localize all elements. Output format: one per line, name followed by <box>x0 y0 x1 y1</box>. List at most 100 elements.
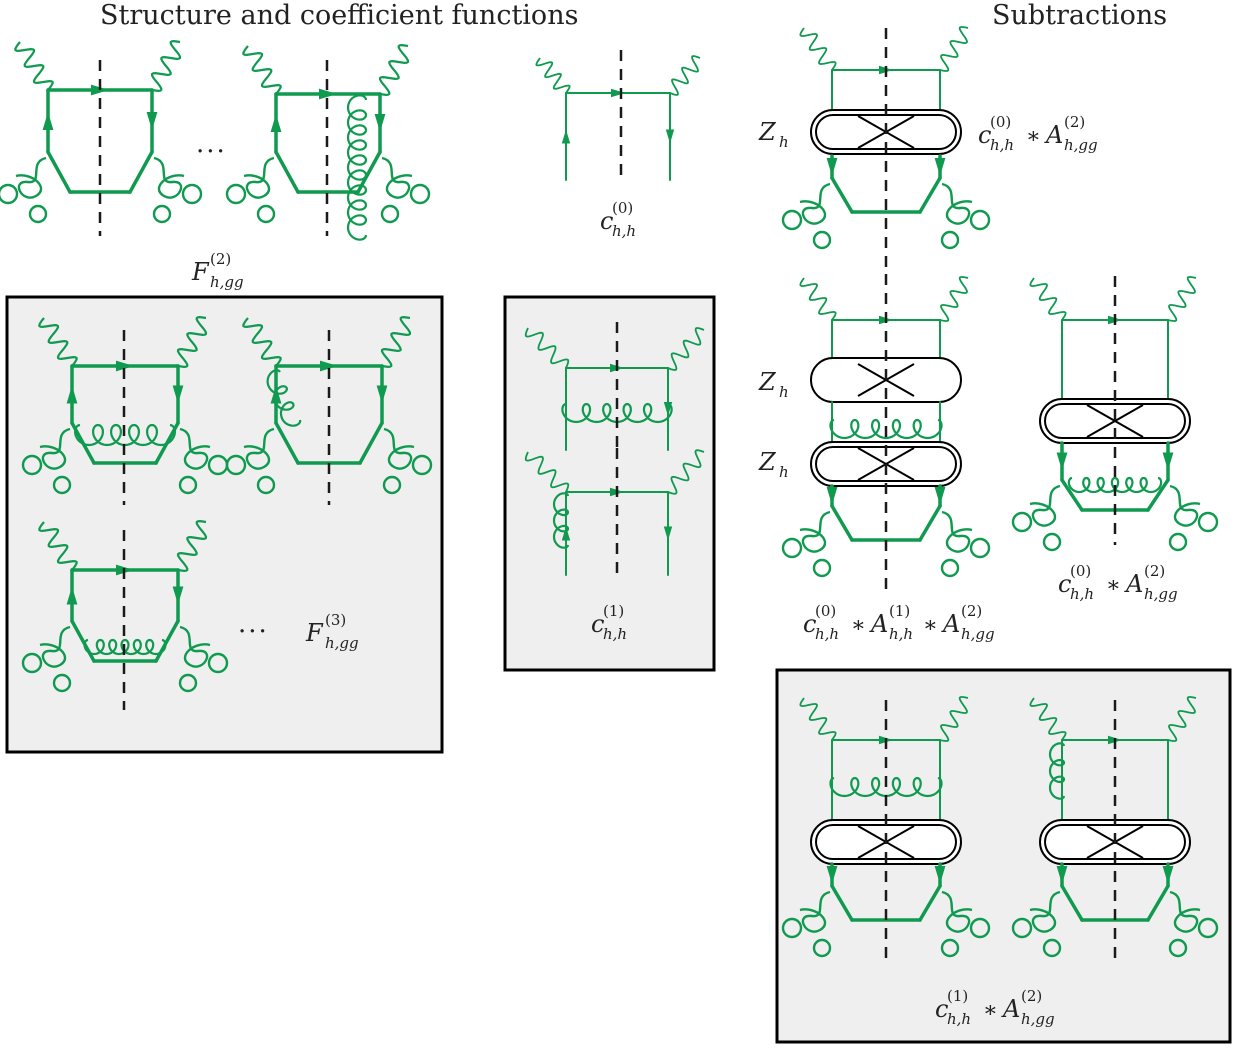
fermion-arrow <box>1162 866 1174 884</box>
photon-out <box>667 449 705 495</box>
photon-in <box>242 45 282 95</box>
svg-text:h,h: h,h <box>990 136 1014 154</box>
gluon-loop <box>225 183 247 205</box>
svg-text:Z: Z <box>758 118 777 146</box>
gluon-loop <box>781 917 803 939</box>
svg-text:h,gg: h,gg <box>325 634 359 652</box>
ellipsis-top: ··· <box>196 137 227 167</box>
gluon-left <box>799 890 831 933</box>
svg-text:A: A <box>1001 995 1020 1023</box>
photon-in <box>535 57 571 94</box>
fermion-arrow <box>663 526 673 541</box>
svg-text:h,gg: h,gg <box>1144 585 1178 603</box>
svg-text:h: h <box>779 463 789 481</box>
quark-diag <box>358 421 384 465</box>
svg-text:c: c <box>935 995 948 1023</box>
heading-structure: Structure and coefficient functions <box>100 0 578 31</box>
svg-text:(2): (2) <box>1064 113 1085 131</box>
svg-text:h,h: h,h <box>815 625 839 643</box>
gluon-loop <box>52 673 72 693</box>
photon-out <box>380 315 412 369</box>
photon-out <box>176 315 208 369</box>
photon-out <box>1167 276 1197 322</box>
gluon-loop <box>225 454 247 476</box>
fermion-arrow <box>66 385 78 404</box>
gluon-vertex <box>1048 742 1066 800</box>
gluon-loop <box>181 183 203 205</box>
svg-text:c: c <box>803 610 816 638</box>
svg-text:(1): (1) <box>889 602 910 620</box>
svg-text:(3): (3) <box>325 611 346 629</box>
svg-text:(1): (1) <box>603 602 624 620</box>
gluon-left <box>39 427 71 470</box>
gluon-loop <box>21 454 43 476</box>
svg-text:h,h: h,h <box>889 625 913 643</box>
quark-diag <box>274 421 300 465</box>
svg-text:h,h: h,h <box>947 1010 971 1028</box>
quark-diag <box>46 150 72 194</box>
gluon-loop <box>1011 917 1033 939</box>
fermion-arrow <box>42 112 54 130</box>
photon-in <box>14 41 54 91</box>
svg-text:c: c <box>591 610 604 638</box>
gluon-loop <box>1042 938 1062 958</box>
svg-text:(2): (2) <box>210 250 231 268</box>
gluon-right <box>1169 890 1201 933</box>
gluon-loop <box>812 938 832 958</box>
gluon-right <box>179 625 211 668</box>
photon-out <box>669 55 701 96</box>
photon-out <box>939 26 969 72</box>
fermion-arrow <box>1162 452 1174 471</box>
quark-diag <box>830 504 854 542</box>
feynman-diagrams <box>0 26 1219 960</box>
gluon-right <box>179 427 211 470</box>
panel-c1 <box>503 295 716 672</box>
gluon-left <box>243 156 275 199</box>
gluon-self <box>83 638 167 656</box>
svg-text:(0): (0) <box>990 113 1011 131</box>
fermion-arrow <box>146 112 158 130</box>
fermion-arrow <box>116 360 134 372</box>
svg-text:(2): (2) <box>1021 987 1042 1005</box>
gluon-left <box>15 156 47 199</box>
svg-text:h,gg: h,gg <box>210 273 244 291</box>
photon-in <box>524 327 570 369</box>
svg-text:(1): (1) <box>947 987 968 1005</box>
fermion-arrow <box>561 526 571 541</box>
fermion-arrow <box>561 129 571 144</box>
blob-cross <box>1086 404 1144 438</box>
gluon-loop <box>256 204 276 224</box>
gluon-right <box>381 156 413 199</box>
photon-in <box>799 277 837 321</box>
gluon-loop <box>152 204 172 224</box>
photon-in <box>799 27 837 71</box>
label-F2: F (2) h,gg <box>191 250 244 291</box>
svg-text:c: c <box>600 207 613 235</box>
svg-text:∗: ∗ <box>983 998 998 1023</box>
svg-text:h,h: h,h <box>603 625 627 643</box>
fermion-arrow <box>319 88 337 100</box>
gluon-right <box>1169 484 1201 527</box>
svg-text:h: h <box>779 383 789 401</box>
gluon-ladder <box>346 94 368 241</box>
svg-text:∗: ∗ <box>923 613 938 638</box>
svg-text:A: A <box>1044 121 1063 149</box>
svg-text:∗: ∗ <box>851 613 866 638</box>
photon-out <box>939 276 969 322</box>
label-c1-star-A2: c (1) h,h ∗ A (2) h,gg <box>935 987 1055 1028</box>
gluon-loop <box>178 475 198 495</box>
gluon-loop <box>28 204 48 224</box>
quark-diag <box>918 176 942 214</box>
gluon-loop <box>52 475 72 495</box>
gluon-loop <box>1042 532 1062 552</box>
quark-diag <box>918 504 942 542</box>
gluon-right <box>941 890 973 933</box>
svg-text:(2): (2) <box>961 602 982 620</box>
svg-text:Z: Z <box>758 448 777 476</box>
quark-diag <box>1060 884 1084 922</box>
gluon-loop <box>812 558 832 578</box>
panel-f3 <box>5 295 444 754</box>
svg-text:F: F <box>305 619 324 647</box>
gluon-left <box>39 625 71 668</box>
gluon-loop <box>411 454 433 476</box>
